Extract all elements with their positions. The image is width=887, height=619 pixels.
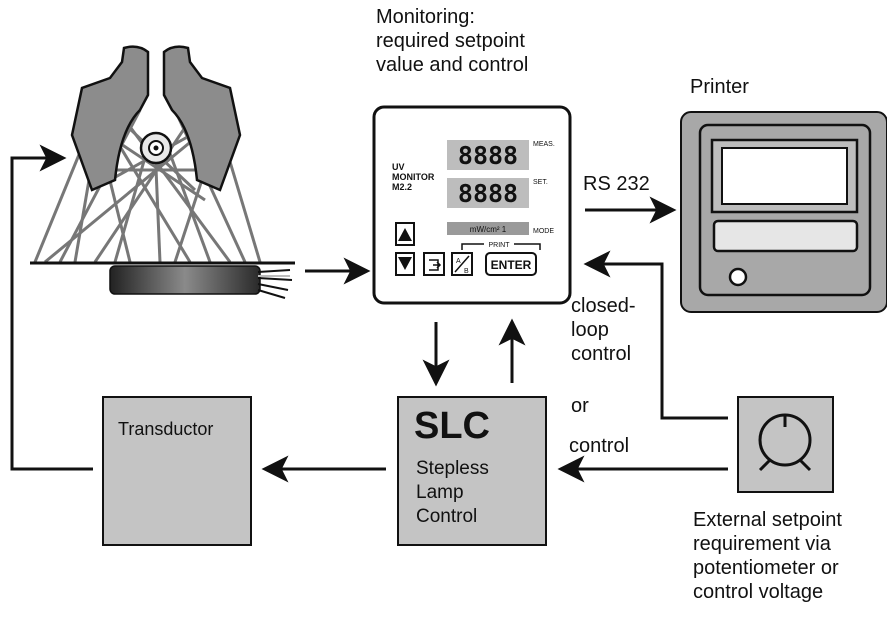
transductor-box — [102, 396, 252, 546]
printer-caption: Printer — [690, 76, 749, 98]
paper-slot — [712, 219, 859, 253]
uv-monitor-device: 8888 8888 MEAS. SET. UV MONITOR M2.2 mW/… — [372, 105, 572, 305]
reflector-right — [162, 45, 242, 192]
return-icon — [429, 259, 442, 271]
monitor-title-2: MONITOR — [392, 172, 435, 182]
enter-label: ENTER — [491, 258, 532, 272]
ab-bottom: B — [464, 268, 469, 275]
slc-line-1: Stepless — [416, 458, 489, 479]
slc-line-3: Control — [416, 506, 478, 527]
meas-label: MEAS. — [533, 141, 555, 148]
slc-title: SLC — [414, 405, 490, 447]
or-label: or — [571, 395, 589, 417]
rs232-label: RS 232 — [583, 173, 650, 195]
printer-button — [728, 267, 748, 287]
uv-sensor — [109, 265, 293, 299]
enter-button[interactable]: ENTER — [485, 252, 537, 276]
arrow-pot-to-monitor — [583, 250, 728, 420]
unit-bar — [447, 222, 529, 235]
print-label: PRINT — [489, 242, 511, 249]
reflector-left — [70, 45, 150, 192]
meas-display: 8888 — [458, 141, 518, 170]
transductor-label: Transductor — [118, 419, 214, 439]
set-label: SET. — [533, 179, 548, 186]
control-label: control — [569, 435, 630, 457]
potentiometer — [737, 396, 834, 493]
up-button[interactable] — [395, 222, 415, 246]
unit-label: mW/cm² 1 — [470, 225, 507, 234]
slc-line-2: Lamp — [416, 482, 464, 503]
meas-display-bg — [447, 140, 529, 170]
arrow-up-icon — [398, 228, 412, 241]
ab-top: A — [456, 258, 461, 265]
set-display-bg — [447, 178, 529, 208]
monitor-title-1: UV — [392, 162, 405, 172]
down-button[interactable] — [395, 252, 415, 276]
printer-screen — [721, 147, 848, 205]
monitor-title-3: M2.2 — [392, 182, 412, 192]
external-setpoint-caption: External setpoint requirement via potent… — [693, 509, 842, 603]
closed-loop-label: closed- loop control — [571, 295, 636, 365]
slc-box — [397, 396, 547, 546]
set-display: 8888 — [458, 179, 518, 208]
printer-device — [680, 111, 887, 313]
return-button[interactable] — [423, 252, 445, 276]
arrow-down-icon — [398, 257, 412, 270]
monitoring-caption: Monitoring: required setpoint value and … — [376, 6, 529, 76]
arrow-transductor-to-lamp — [10, 144, 93, 471]
mode-label: MODE — [533, 228, 554, 235]
ab-button[interactable]: A B — [451, 252, 473, 276]
uv-lamp-illustration — [30, 45, 295, 299]
